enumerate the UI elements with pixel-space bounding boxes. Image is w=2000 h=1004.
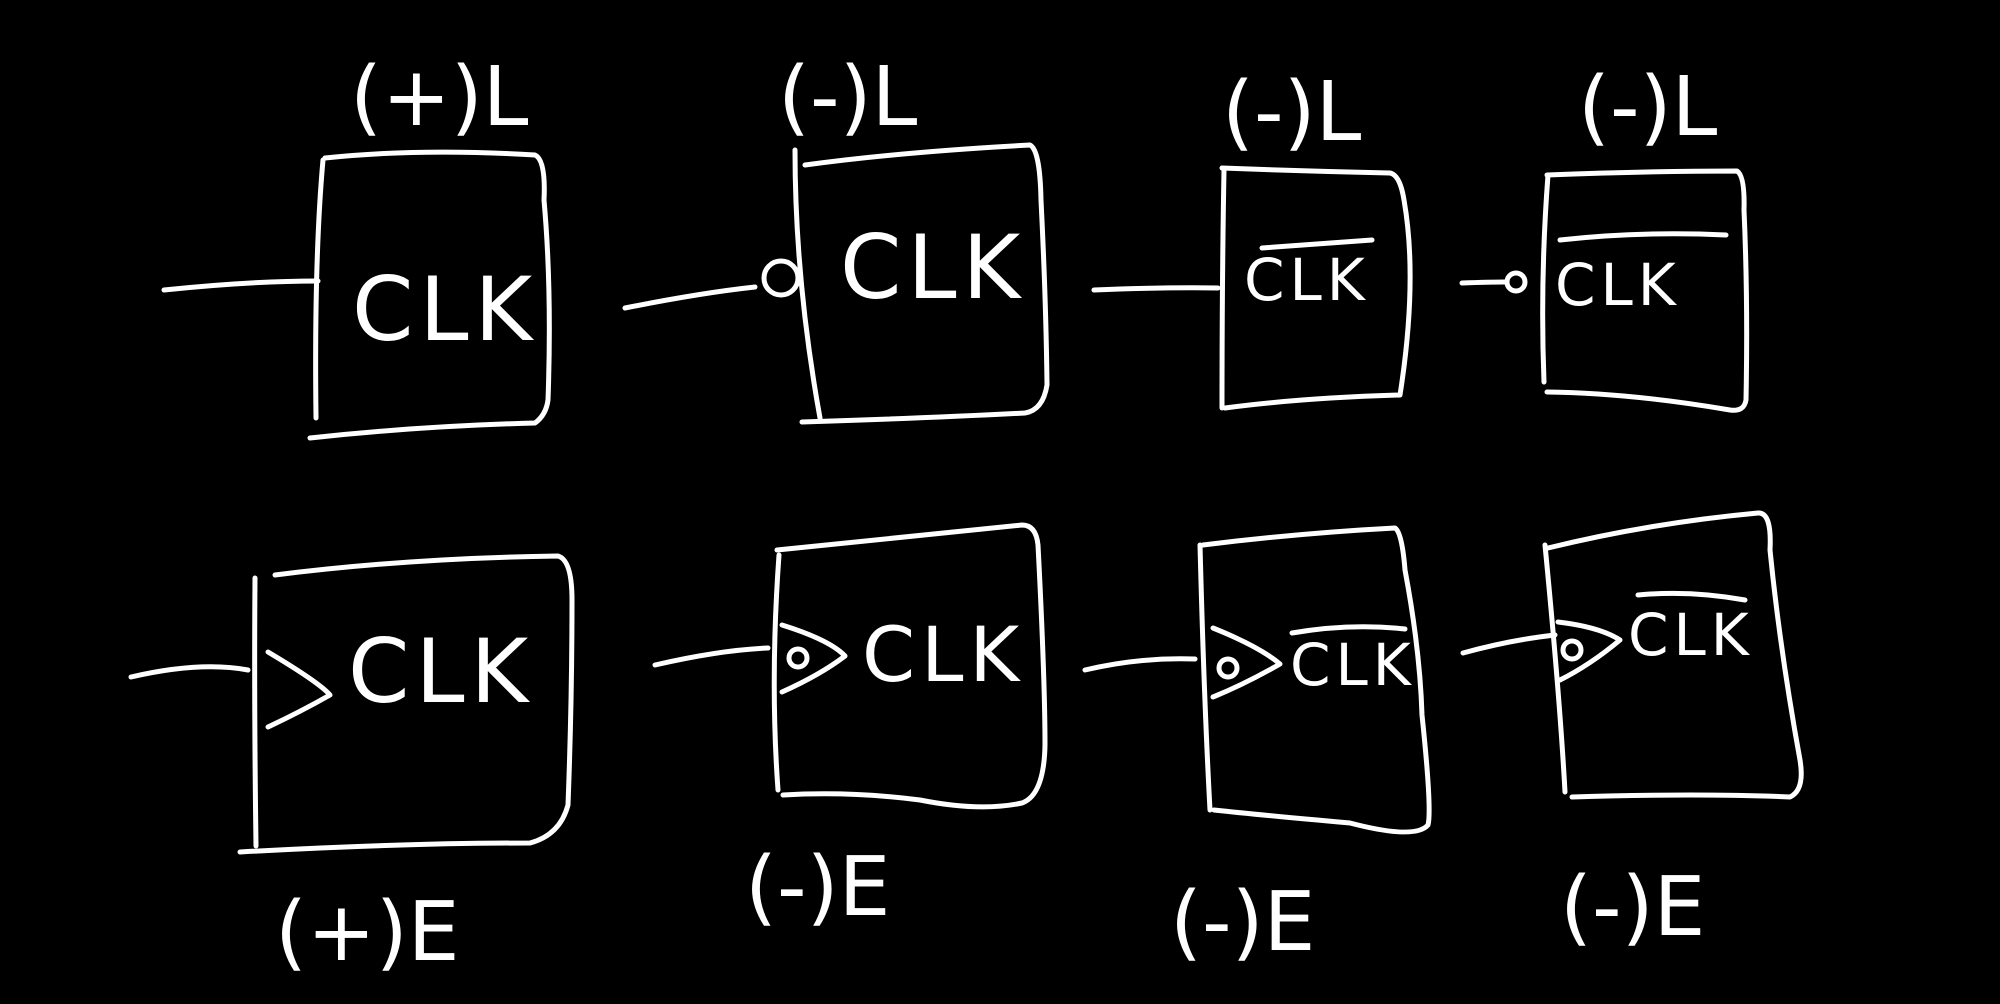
box-outline [1219,165,1413,411]
box-outline [1200,525,1432,835]
box-left-edge [1540,172,1551,385]
edge-triangle [1555,619,1623,683]
clock-text: CLK [352,258,538,361]
clock-overbar [1557,231,1729,243]
clock-text: CLK [1555,251,1681,319]
clock-input-line [652,645,771,668]
inversion-bubble [1504,270,1528,294]
block-label: (-)L [1222,65,1362,160]
block-negative-edge-inverted-overbar-2: CLK (-)E [1460,510,1804,955]
inversion-bubble [761,258,801,298]
box-left-edge [1219,167,1227,411]
inversion-bubble [1216,656,1240,680]
box-left-edge [1197,542,1213,813]
box-left-edge [771,552,782,793]
clock-input-line [622,284,758,311]
block-positive-level: (+)L CLK [161,50,552,441]
clock-text: CLK [1628,601,1754,669]
block-label: (+)E [275,885,460,980]
box-outline [1545,510,1804,800]
box-outline [307,149,552,441]
box-outline [237,553,575,855]
block-label: (-)E [1560,860,1705,955]
block-label: (-)E [1170,875,1315,970]
box-outline [1544,168,1750,413]
block-label: (-)L [1578,60,1718,155]
clock-text: CLK [348,620,534,723]
box-left-edge [1542,542,1568,795]
block-label: (-)E [745,840,890,935]
clock-input-line [128,664,251,680]
box-outline [774,522,1048,810]
clock-input-line [1459,279,1508,286]
inversion-bubble [786,646,810,670]
block-negative-level-inverted: (-)L CLK [622,50,1050,425]
edge-triangle [779,622,848,695]
block-negative-level-inverted-overbar: (-)L CLK [1459,60,1750,413]
box-outline [799,142,1050,425]
clock-text: CLK [862,610,1025,699]
inversion-bubble [1560,638,1584,662]
clock-text: CLK [1290,631,1416,699]
clock-overbar [1635,590,1748,603]
clock-text: CLK [1244,246,1370,314]
box-left-edge [313,157,326,421]
block-positive-edge: CLK (+)E [128,553,575,980]
clock-input-line [1082,656,1198,673]
box-left-edge [792,147,823,421]
block-label: (-)L [778,50,918,145]
block-negative-edge-inverted: CLK (-)E [652,522,1048,935]
clock-overbar [1289,624,1408,636]
edge-triangle [1210,625,1283,700]
clock-input-line [1460,632,1558,656]
clock-input-line [1091,285,1221,293]
block-negative-level-overbar: (-)L CLK [1091,65,1413,411]
block-label: (+)L [350,50,529,145]
clock-text: CLK [840,216,1026,319]
clock-overbar [1259,237,1375,251]
block-negative-edge-inverted-overbar: CLK (-)E [1082,525,1432,970]
box-left-edge [252,575,259,849]
clock-input-line [161,278,321,293]
edge-triangle [265,649,333,730]
